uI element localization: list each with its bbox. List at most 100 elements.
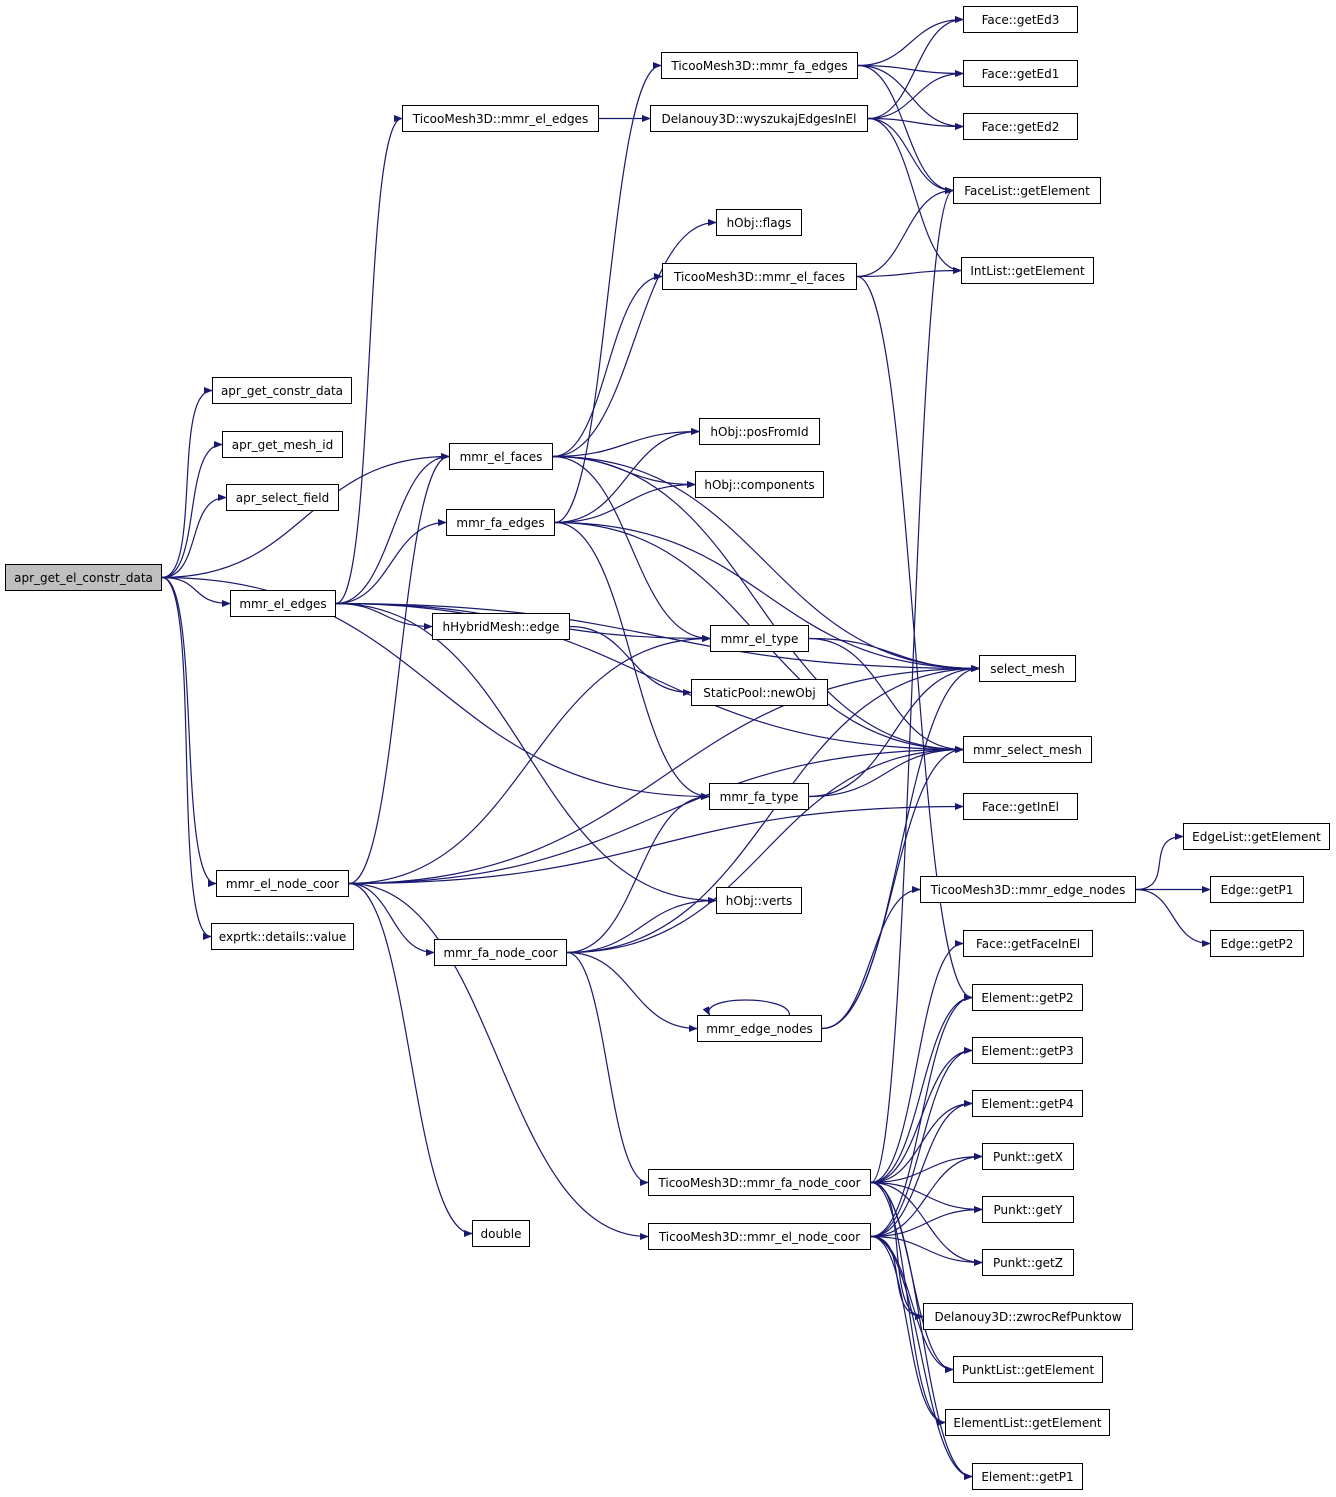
- node-face-geted1[interactable]: Face::getEd1: [963, 60, 1078, 87]
- node-intlist-getelement[interactable]: IntList::getElement: [961, 257, 1094, 284]
- node-mmr-fa-edges[interactable]: mmr_fa_edges: [446, 509, 555, 536]
- call-edge: [335, 518, 447, 605]
- node-ticoomesh3d-mmr-el-edges[interactable]: TicooMesh3D::mmr_el_edges: [402, 105, 599, 132]
- call-edge: [161, 386, 213, 579]
- call-edge: [856, 266, 962, 278]
- node-punktlist-getelement[interactable]: PunktList::getElement: [953, 1356, 1103, 1383]
- node-mmr-select-mesh[interactable]: mmr_select_mesh: [963, 736, 1092, 763]
- node-edgelist-getelement[interactable]: EdgeList::getElement: [1183, 823, 1330, 850]
- node-apr-get-constr-data[interactable]: apr_get_constr_data: [212, 377, 352, 404]
- call-edge: [821, 885, 921, 1030]
- node-edge-getp2[interactable]: Edge::getP2: [1210, 930, 1304, 957]
- call-edge: [821, 745, 964, 1030]
- call-edge: [161, 440, 223, 579]
- node-mmr-el-node-coor[interactable]: mmr_el_node_coor: [216, 870, 349, 897]
- node-hobj-components[interactable]: hObj::components: [695, 471, 824, 498]
- call-edge: [702, 999, 791, 1016]
- call-edge: [566, 951, 649, 1187]
- call-edge: [566, 896, 717, 954]
- node-exprtk-details-value[interactable]: exprtk::details::value: [211, 923, 354, 950]
- node-hobj-posfromid[interactable]: hObj::posFromId: [699, 418, 820, 445]
- call-edge: [161, 576, 710, 801]
- call-edge: [348, 634, 711, 885]
- node-facelist-getelement[interactable]: FaceList::getElement: [953, 177, 1101, 204]
- call-edge: [857, 15, 964, 67]
- node-punkt-getx[interactable]: Punkt::getX: [982, 1143, 1074, 1170]
- node-mmr-el-faces[interactable]: mmr_el_faces: [449, 443, 553, 470]
- call-edge: [867, 117, 962, 275]
- node-mmr-el-type[interactable]: mmr_el_type: [710, 625, 809, 652]
- node-hobj-verts[interactable]: hObj::verts: [716, 887, 802, 914]
- call-edge: [870, 1181, 973, 1481]
- node-mmr-el-edges[interactable]: mmr_el_edges: [230, 590, 336, 617]
- node-delanouy3d-wyszukajedgesinel[interactable]: Delanouy3D::wyszukajEdgesInEl: [650, 105, 868, 132]
- node-element-getp2[interactable]: Element::getP2: [972, 984, 1083, 1011]
- call-edge: [552, 455, 711, 643]
- call-edge: [870, 187, 954, 1184]
- node-delanouy3d-zwrocrefpunktow[interactable]: Delanouy3D::zwrocRefPunktow: [923, 1303, 1133, 1330]
- node-punkt-getz[interactable]: Punkt::getZ: [982, 1249, 1074, 1276]
- call-edge: [870, 1099, 973, 1238]
- node-double[interactable]: double: [472, 1220, 530, 1247]
- node-ticoomesh3d-mmr-el-faces[interactable]: TicooMesh3D::mmr_el_faces: [662, 263, 857, 290]
- call-edge: [808, 745, 964, 798]
- node-edge-getp1[interactable]: Edge::getP1: [1210, 876, 1304, 903]
- call-edge: [870, 1235, 946, 1427]
- node-apr-select-field[interactable]: apr_select_field: [226, 484, 339, 511]
- node-ticoomesh3d-mmr-edge-nodes[interactable]: TicooMesh3D::mmr_edge_nodes: [920, 876, 1136, 903]
- call-edge: [867, 15, 964, 120]
- call-edge: [870, 1046, 973, 1238]
- call-edge: [161, 576, 217, 888]
- node-mmr-edge-nodes[interactable]: mmr_edge_nodes: [697, 1015, 822, 1042]
- node-mmr-fa-type[interactable]: mmr_fa_type: [709, 783, 809, 810]
- call-edge: [870, 1235, 983, 1267]
- node-face-getinel[interactable]: Face::getInEl: [963, 793, 1078, 820]
- node-element-getp3[interactable]: Element::getP3: [972, 1037, 1083, 1064]
- call-edge: [348, 664, 980, 885]
- call-edge: [857, 64, 954, 195]
- node-apr-get-el-constr-data: apr_get_el_constr_data: [5, 564, 162, 591]
- call-edge: [857, 64, 964, 78]
- node-element-getp4[interactable]: Element::getP4: [972, 1090, 1083, 1117]
- node-ticoomesh3d-mmr-fa-edges[interactable]: TicooMesh3D::mmr_fa_edges: [661, 52, 858, 79]
- node-element-getp1[interactable]: Element::getP1: [972, 1463, 1083, 1490]
- node-face-getfaceinel[interactable]: Face::getFaceInEl: [963, 930, 1093, 957]
- call-edge: [552, 455, 980, 673]
- call-edge: [348, 745, 964, 885]
- node-apr-get-mesh-id[interactable]: apr_get_mesh_id: [222, 431, 343, 458]
- call-edge: [348, 802, 964, 885]
- call-edge: [870, 1181, 946, 1427]
- node-face-geted3[interactable]: Face::getEd3: [963, 6, 1078, 33]
- call-edge: [335, 602, 717, 905]
- call-edge: [348, 882, 649, 1241]
- node-face-geted2[interactable]: Face::getEd2: [963, 113, 1078, 140]
- call-edge: [161, 576, 212, 941]
- call-edge: [554, 521, 710, 801]
- node-hhybridmesh-edge[interactable]: hHybridMesh::edge: [432, 613, 570, 640]
- node-staticpool-newobj[interactable]: StaticPool::newObj: [691, 679, 828, 706]
- call-edge: [348, 882, 473, 1238]
- call-edge: [335, 114, 403, 605]
- call-edge: [348, 452, 450, 885]
- node-select-mesh[interactable]: select_mesh: [979, 655, 1076, 682]
- node-ticoomesh3d-mmr-el-node-coor[interactable]: TicooMesh3D::mmr_el_node_coor: [648, 1223, 871, 1250]
- call-edge: [554, 427, 700, 524]
- call-edge: [554, 480, 696, 524]
- call-edge: [857, 64, 964, 131]
- call-edge: [552, 218, 717, 458]
- call-edge: [870, 1235, 973, 1481]
- call-edge: [335, 452, 450, 605]
- node-mmr-fa-node-coor[interactable]: mmr_fa_node_coor: [434, 939, 567, 966]
- call-edge: [554, 61, 662, 524]
- call-edge: [870, 1152, 983, 1238]
- call-edge: [808, 664, 980, 798]
- node-elementlist-getelement[interactable]: ElementList::getElement: [945, 1409, 1110, 1436]
- node-hobj-flags[interactable]: hObj::flags: [716, 209, 802, 236]
- node-ticoomesh3d-mmr-fa-node-coor[interactable]: TicooMesh3D::mmr_fa_node_coor: [648, 1169, 871, 1196]
- call-edge: [566, 664, 980, 954]
- call-edge: [867, 69, 964, 120]
- call-edge: [566, 951, 698, 1033]
- node-punkt-gety[interactable]: Punkt::getY: [982, 1196, 1074, 1223]
